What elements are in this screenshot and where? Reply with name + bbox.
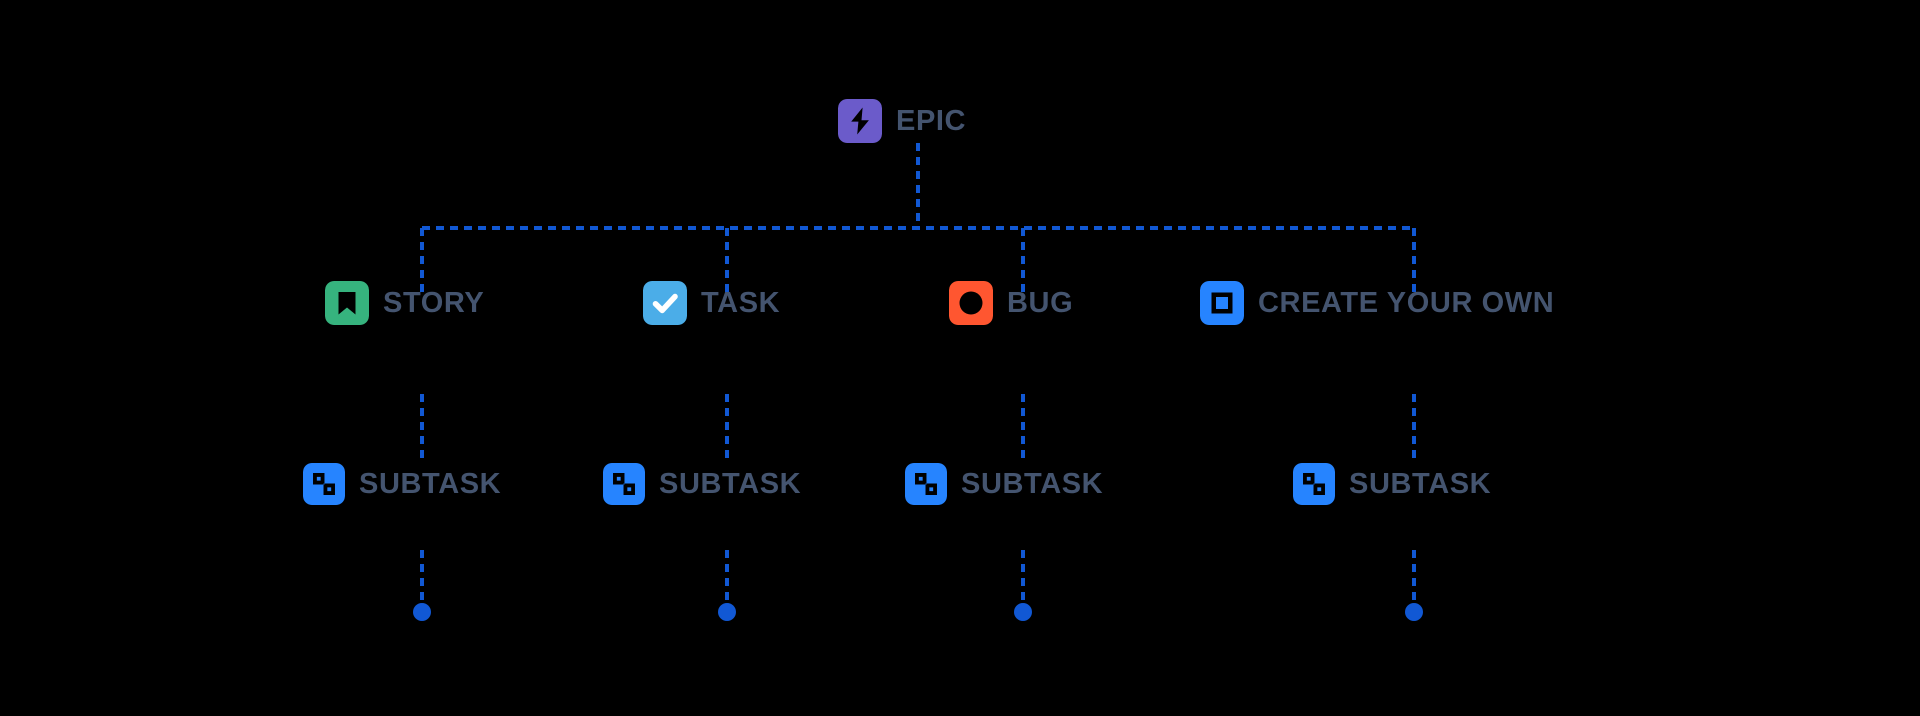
node-subtask-1-label: SUBTASK [359,467,502,500]
node-subtask-1[interactable]: SUBTASK [303,463,501,505]
create-your-own-square-icon [1200,281,1244,325]
node-task-label: TASK [701,286,781,319]
node-epic-label: EPIC [896,104,967,137]
node-subtask-3[interactable]: SUBTASK [905,463,1103,505]
subtask-icon [603,463,645,505]
node-create-your-own[interactable]: CREATE YOUR OWN [1200,281,1554,325]
bug-circle-icon [949,281,993,325]
node-epic[interactable]: EPIC [838,99,966,143]
node-story[interactable]: STORY [325,281,484,325]
node-subtask-4-label: SUBTASK [1349,467,1492,500]
node-story-label: STORY [383,286,485,319]
node-create-your-own-label: CREATE YOUR OWN [1258,286,1555,319]
endpoint-dot-4 [1405,603,1423,621]
endpoint-dot-1 [413,603,431,621]
subtask-icon [1293,463,1335,505]
subtask-icon [905,463,947,505]
node-subtask-3-label: SUBTASK [961,467,1104,500]
story-bookmark-icon [325,281,369,325]
epic-lightning-icon [838,99,882,143]
endpoint-dot-2 [718,603,736,621]
task-check-icon [643,281,687,325]
node-subtask-2-label: SUBTASK [659,467,802,500]
endpoint-dot-3 [1014,603,1032,621]
node-bug-label: BUG [1007,286,1074,319]
node-bug[interactable]: BUG [949,281,1073,325]
node-subtask-2[interactable]: SUBTASK [603,463,801,505]
node-task[interactable]: TASK [643,281,780,325]
node-subtask-4[interactable]: SUBTASK [1293,463,1491,505]
subtask-icon [303,463,345,505]
